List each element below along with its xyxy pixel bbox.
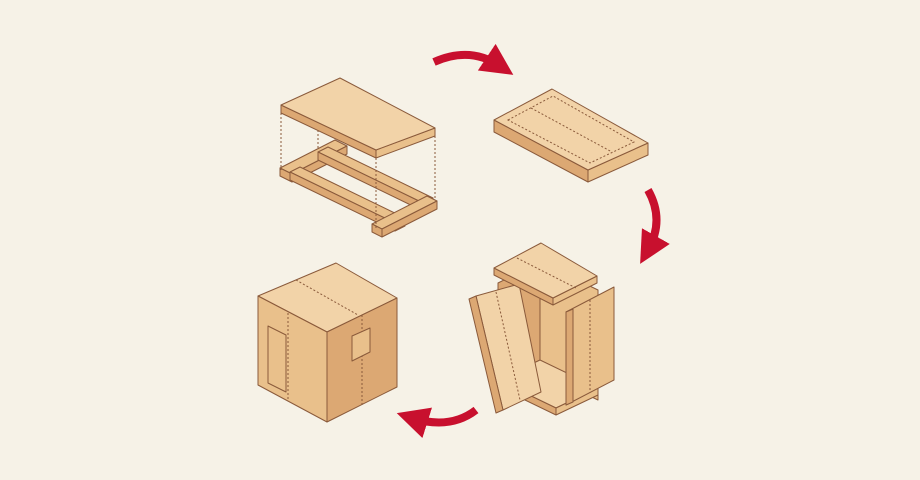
- process-arrows: [396, 43, 670, 439]
- curved-arrow-left-icon: [396, 406, 479, 439]
- curved-arrow-right-icon: [432, 43, 514, 75]
- window-opening: [351, 327, 371, 362]
- curved-arrow-down-icon: [640, 188, 670, 264]
- step-2-panel: [493, 88, 649, 183]
- step-4-module: [257, 262, 398, 423]
- step-1-floor-frame: [279, 77, 438, 238]
- door-opening: [267, 325, 287, 393]
- joists: [279, 139, 438, 238]
- floor-slab: [280, 77, 436, 159]
- step-3-assembly: [468, 242, 615, 416]
